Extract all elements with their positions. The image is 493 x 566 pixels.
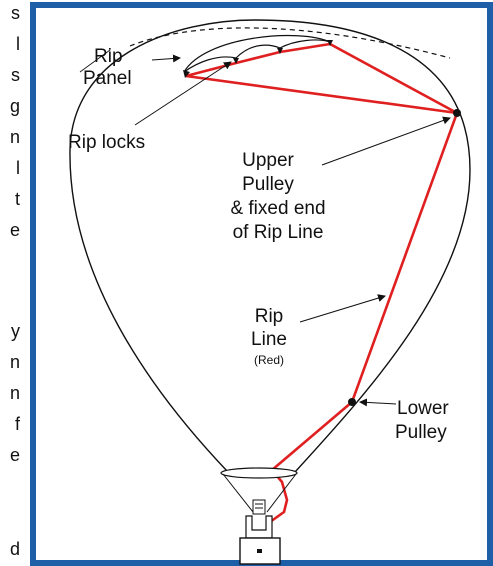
text-fragment: l	[16, 34, 20, 54]
text-fragment: s	[11, 65, 20, 85]
burner	[252, 499, 266, 515]
text-fragment: e	[9, 445, 20, 465]
rip-line-return	[185, 74, 458, 115]
basket-badge	[257, 549, 262, 553]
rip-panel-arc-inner	[183, 39, 331, 73]
rip-lock-marker	[233, 58, 239, 64]
upper-pulley-arrow	[321, 116, 451, 166]
load-line-right	[266, 473, 297, 513]
load-line-left	[222, 473, 254, 513]
text-fragment: y	[11, 321, 20, 341]
text-fragment: f	[14, 414, 20, 434]
lower-pulley-dot	[348, 398, 356, 406]
upper-pulley-label: Upper	[242, 150, 294, 171]
rip-lock-marker	[183, 70, 190, 78]
rip-panel-arrow	[151, 54, 181, 63]
upper-pulley-label: Pulley	[242, 174, 294, 195]
rip-panel-label: Rip	[94, 46, 123, 67]
text-fragment: l	[16, 158, 20, 178]
rip-panel-pointer	[79, 49, 111, 73]
envelope-outline	[69, 19, 471, 473]
rip-lock-marker	[277, 48, 283, 54]
rip-line	[185, 42, 459, 524]
text-fragment: s	[11, 3, 20, 23]
rip-line-label: (Red)	[254, 353, 284, 367]
rip-line-label: Line	[251, 329, 287, 350]
lower-pulley-label: Pulley	[395, 422, 447, 443]
text-fragment: d	[9, 539, 20, 559]
lower-pulley-arrow	[359, 398, 397, 407]
rip-line-arrow	[299, 294, 386, 323]
text-fragment: t	[14, 189, 20, 209]
basket-frame	[245, 515, 273, 539]
lower-pulley-label: Lower	[397, 398, 449, 419]
text-fragment: e	[9, 220, 20, 240]
rip-panel-dashed-edge	[129, 27, 451, 59]
rip-locks-label: Rip locks	[68, 132, 145, 153]
rip-locks-arrow	[134, 61, 232, 126]
balloon-mouth	[220, 467, 298, 479]
upper-pulley-dot	[453, 109, 461, 117]
rip-panel-label: Panel	[83, 68, 132, 89]
text-fragment: g	[9, 96, 20, 116]
rip-panel-arc-outer	[183, 34, 331, 73]
cropped-left-text: s l s g n l t e y n n f e d	[0, 0, 20, 566]
upper-pulley-label: of Rip Line	[233, 222, 324, 243]
rip-lock-marker	[327, 40, 333, 46]
rip-line-label: Rip	[255, 306, 284, 327]
upper-pulley-label: & fixed end	[230, 198, 325, 219]
text-fragment: n	[9, 127, 20, 147]
text-fragment: n	[9, 383, 20, 403]
text-fragment: n	[9, 352, 20, 372]
